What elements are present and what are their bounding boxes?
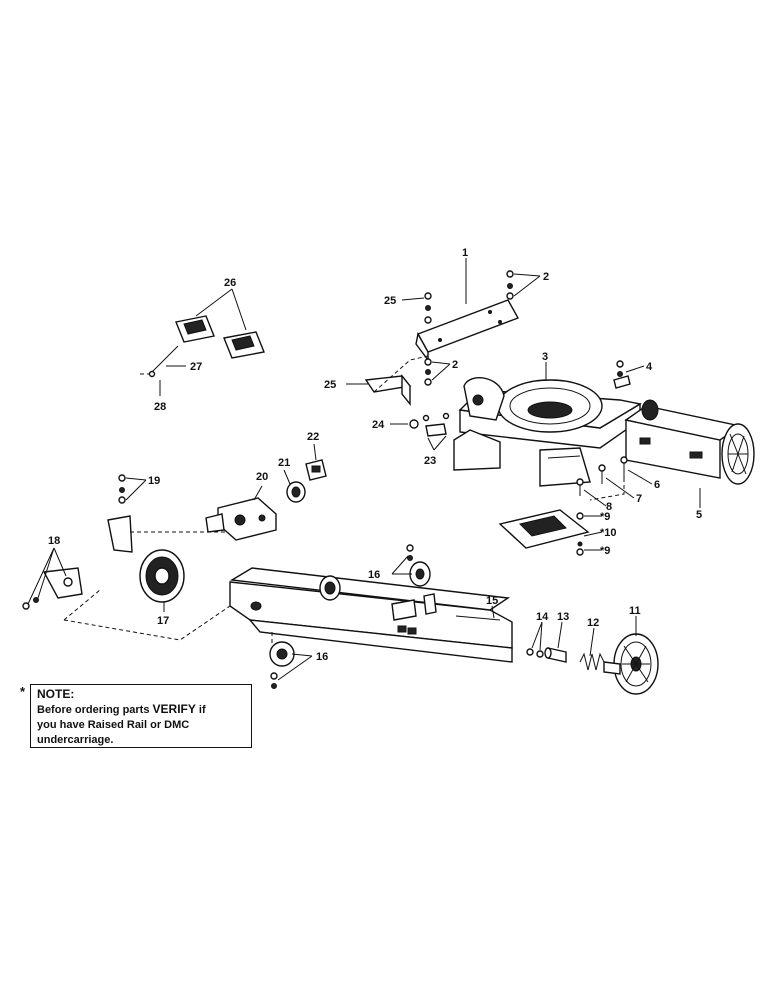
bolts-2-lower xyxy=(424,358,432,386)
washers-9 xyxy=(576,512,584,556)
callout-16: 16 xyxy=(316,651,328,663)
callout-22: 22 xyxy=(307,431,319,443)
callout-1: 1 xyxy=(462,247,468,259)
plate-10 xyxy=(498,509,590,549)
note-title: NOTE: xyxy=(37,687,75,701)
note-line-1-end: if xyxy=(195,704,206,716)
callout-4: 4 xyxy=(646,361,653,373)
note-line-1: Before ordering parts VERIFY if xyxy=(37,702,245,718)
callout-2: 2 xyxy=(452,359,458,371)
main-frame-3 xyxy=(453,377,642,487)
callout-28: 28 xyxy=(154,401,166,413)
callout-24: 24 xyxy=(372,419,385,431)
valve-22 xyxy=(305,459,327,481)
callout-9: *9 xyxy=(600,511,610,523)
gearbox-20 xyxy=(205,497,277,541)
callout-23: 23 xyxy=(424,455,436,467)
callout-7: 7 xyxy=(636,493,642,505)
note-asterisk: * xyxy=(20,684,26,699)
callout-2: 2 xyxy=(543,271,549,283)
washer-14 xyxy=(526,648,544,658)
plate-23 xyxy=(422,412,450,437)
callout-18: 18 xyxy=(48,535,60,547)
track-frame-15 xyxy=(229,567,513,663)
shaft-13 xyxy=(544,647,567,663)
track-frame-5 xyxy=(624,399,755,485)
note-line-1-start: Before ordering parts xyxy=(37,704,153,716)
callout-25: 25 xyxy=(384,295,396,307)
callout-16: 16 xyxy=(368,569,380,581)
spring-12 xyxy=(579,652,605,671)
bolt-4 xyxy=(613,360,631,389)
callout-5: 5 xyxy=(696,509,702,521)
idler-wheel-11 xyxy=(603,633,659,695)
callout-12: 12 xyxy=(587,617,599,629)
callout-25: 25 xyxy=(324,379,336,391)
callout-8: 8 xyxy=(606,501,612,513)
callout-20: 20 xyxy=(256,471,268,483)
callout-6: 6 xyxy=(654,479,660,491)
callout-26: 26 xyxy=(224,277,236,289)
callout-15: 15 xyxy=(486,595,498,607)
callout-14: 14 xyxy=(536,611,549,623)
washer-24 xyxy=(409,419,419,429)
note-body: Before ordering parts VERIFY if you have… xyxy=(37,702,245,748)
rollers-16-upper xyxy=(406,544,431,587)
motor-21 xyxy=(286,481,306,503)
callout-19: 19 xyxy=(148,475,160,487)
sprocket-17 xyxy=(139,549,185,603)
callout-3: 3 xyxy=(542,351,548,363)
callout-27: 27 xyxy=(190,361,202,373)
note-line-3: undercarriage. xyxy=(37,734,114,746)
cover-plate-1 xyxy=(415,299,520,363)
rollers-16-lower xyxy=(269,641,295,689)
pin-27 xyxy=(148,345,179,378)
bracket-18 xyxy=(22,567,83,610)
bolts-2-upper xyxy=(506,270,514,300)
callout-9: *9 xyxy=(600,545,610,557)
bracket-25 xyxy=(364,374,412,406)
note-box: NOTE: Before ordering parts VERIFY if yo… xyxy=(30,684,252,748)
bracket-19 xyxy=(107,474,133,553)
callout-17: 17 xyxy=(157,615,169,627)
bolts-25 xyxy=(424,292,432,324)
note-verify-emphasis: VERIFY xyxy=(152,702,196,716)
bolts-6-7-8 xyxy=(576,456,628,496)
callout-21: 21 xyxy=(278,457,290,469)
pad-pair-26 xyxy=(175,315,265,359)
note-line-2: you have Raised Rail or DMC xyxy=(37,719,190,731)
callout-10: *10 xyxy=(600,527,617,539)
callout-13: 13 xyxy=(557,611,569,623)
callout-11: 11 xyxy=(629,605,641,617)
